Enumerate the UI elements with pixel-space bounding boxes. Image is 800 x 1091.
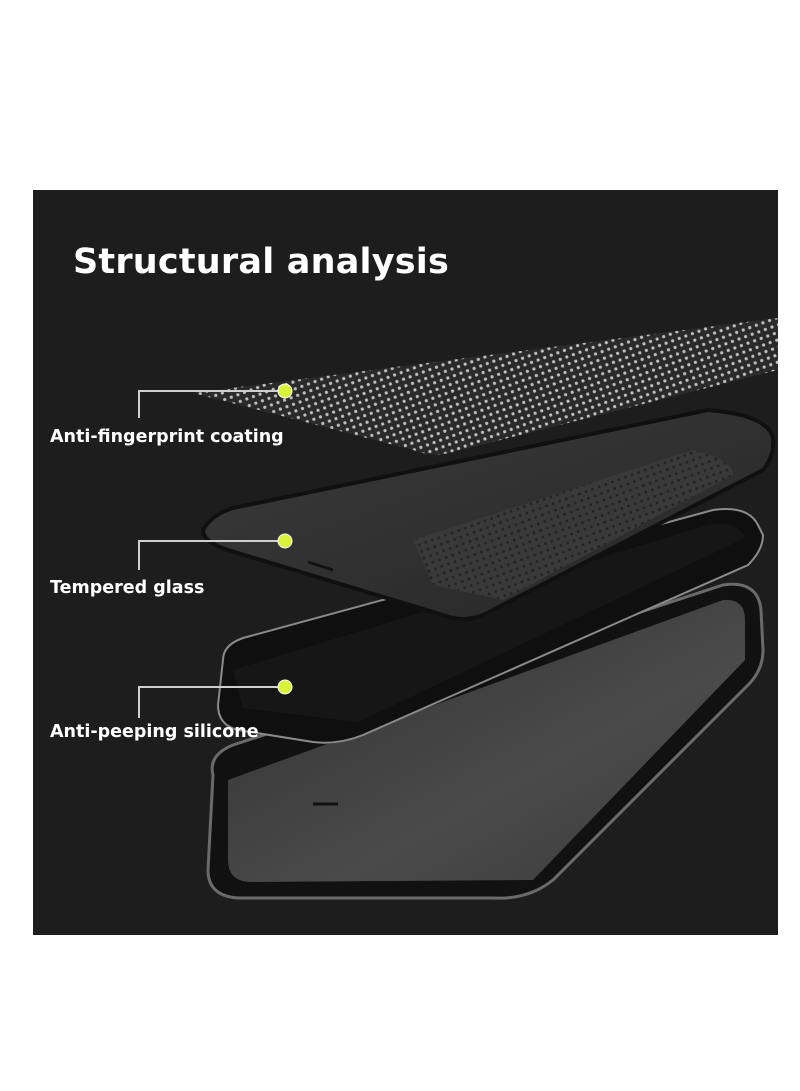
label-tempered-glass: Tempered glass (50, 578, 205, 598)
layer-illustration (138, 318, 778, 900)
phone-screen (228, 599, 745, 882)
page-title: Structural analysis (73, 242, 449, 282)
marker-dot-coating (277, 383, 293, 399)
marker-dot-glass (277, 533, 293, 549)
leader-line-glass (138, 540, 285, 570)
tempered-glass-layer (200, 407, 776, 621)
label-anti-peeping-silicone: Anti-peeping silicone (50, 722, 259, 742)
anti-fingerprint-layer (193, 318, 778, 455)
label-anti-fingerprint-coating: Anti-fingerprint coating (50, 427, 284, 447)
marker-dot-silicone (277, 679, 293, 695)
leader-line-silicone (138, 686, 285, 718)
leader-line-coating (138, 390, 285, 418)
structural-analysis-panel: Structural analysis Anti-fingerprint coa… (33, 190, 778, 935)
